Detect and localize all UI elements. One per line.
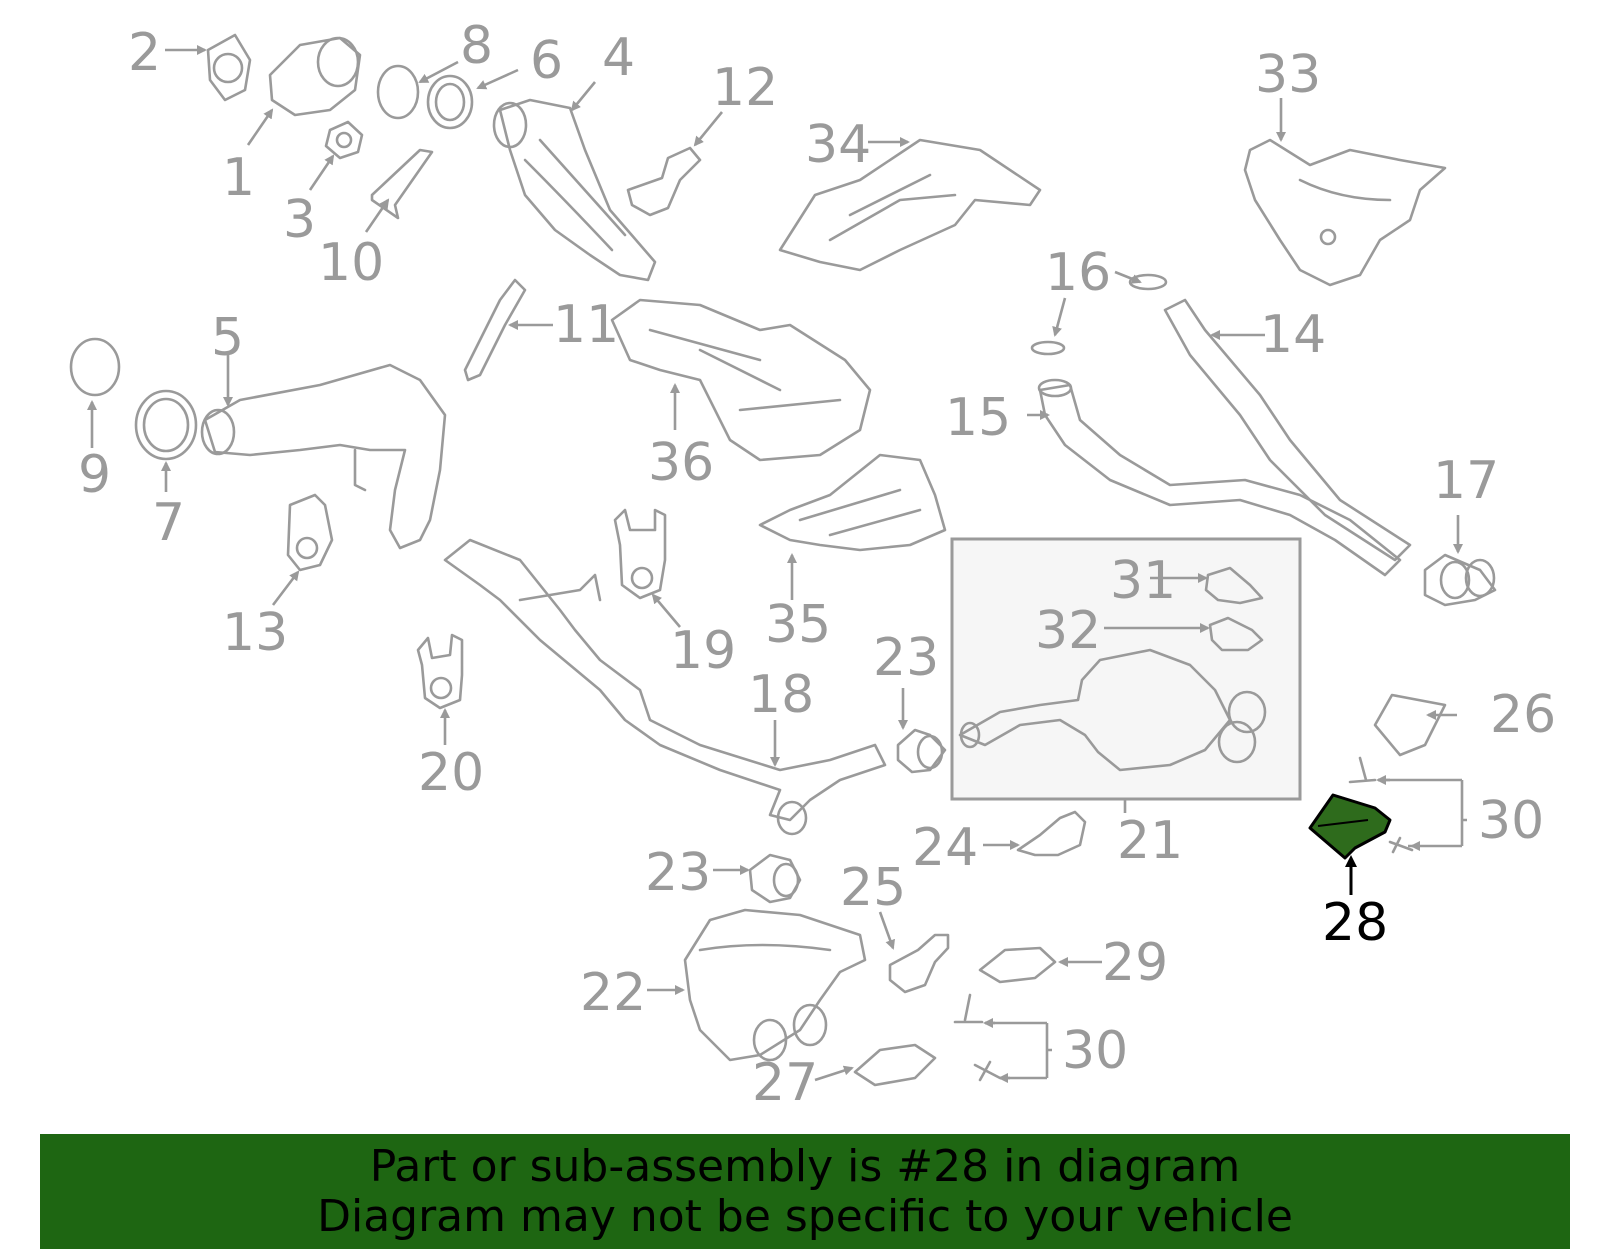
part-30-bolt-lower-a <box>953 993 984 1024</box>
callout-23-upper: 23 <box>873 628 939 688</box>
callout-24: 24 <box>912 818 978 878</box>
callout-27: 27 <box>752 1053 818 1113</box>
part-8-ring <box>376 64 420 120</box>
callout-6: 6 <box>530 31 563 91</box>
callout-28-highlighted: 28 <box>1322 893 1388 953</box>
part-31-bracket <box>1204 566 1264 605</box>
part-5-catalytic-converter <box>203 363 447 550</box>
callout-19: 19 <box>670 621 736 681</box>
part-20-hanger <box>416 633 464 710</box>
part-27-tail-tip <box>853 1043 937 1087</box>
part-23-clamp-upper <box>896 728 947 774</box>
callout-5: 5 <box>211 308 244 368</box>
part-22-muffler <box>683 908 867 1062</box>
part-24-valve <box>1016 810 1087 857</box>
part-3-nut <box>324 120 364 160</box>
callout-8: 8 <box>460 16 493 76</box>
callout-20: 20 <box>418 743 484 803</box>
part-7-clamp <box>134 389 198 461</box>
part-4-downpipe <box>498 98 657 282</box>
part-11-bracket <box>463 278 527 382</box>
callout-26: 26 <box>1490 685 1556 745</box>
part-6-clamp <box>426 74 474 130</box>
part-9-ring <box>69 337 121 397</box>
banner-line-disclaimer: Diagram may not be specific to your vehi… <box>317 1190 1293 1242</box>
callout-21: 21 <box>1117 811 1183 871</box>
part-30-bolt-lower-b <box>973 1060 1002 1082</box>
part-12-sensor <box>626 146 702 217</box>
callout-7: 7 <box>152 493 185 553</box>
info-banner: Part or sub-assembly is #28 in diagram D… <box>40 1134 1570 1249</box>
part-25-actuator <box>888 933 950 994</box>
part-14-pipe <box>1163 298 1412 562</box>
callout-34: 34 <box>805 115 871 175</box>
part-13-sensor <box>286 493 334 572</box>
callout-labels: 1 2 3 4 5 6 7 8 9 10 11 12 13 14 15 16 1… <box>78 16 1556 1113</box>
part-32-bracket <box>1208 616 1264 652</box>
part-1-flange <box>268 36 362 117</box>
callout-22: 22 <box>580 963 646 1023</box>
callout-18: 18 <box>748 665 814 725</box>
part-26-tail-tip <box>1373 693 1447 757</box>
part-30-bolt-upper-b <box>1388 836 1414 854</box>
banner-line-part-number: Part or sub-assembly is #28 in diagram <box>369 1140 1241 1192</box>
callout-31: 31 <box>1110 551 1176 611</box>
callout-33: 33 <box>1255 45 1321 105</box>
callout-25: 25 <box>840 858 906 918</box>
callout-35: 35 <box>765 595 831 655</box>
part-33-heat-shield <box>1243 138 1447 287</box>
part-2-gasket <box>206 33 252 102</box>
part-10-bracket <box>370 148 434 220</box>
callout-36: 36 <box>648 433 714 493</box>
callout-12: 12 <box>712 58 778 118</box>
callout-30-lower: 30 <box>1062 1021 1128 1081</box>
callout-9: 9 <box>78 445 111 505</box>
callout-1: 1 <box>222 148 255 208</box>
callout-30-upper: 30 <box>1478 791 1544 851</box>
part-19-hanger <box>613 508 667 600</box>
callout-3: 3 <box>283 190 316 250</box>
callout-15: 15 <box>945 388 1011 448</box>
callout-10: 10 <box>318 233 384 293</box>
callout-17: 17 <box>1433 451 1499 511</box>
callout-29: 29 <box>1102 933 1168 993</box>
part-16-ring <box>1128 273 1168 291</box>
callout-32: 32 <box>1035 601 1101 661</box>
part-21-callout-box <box>950 537 1302 801</box>
callout-2: 2 <box>128 23 161 83</box>
part-29-tail-tip <box>978 946 1057 984</box>
callout-13: 13 <box>222 603 288 663</box>
leader-lines <box>87 45 1467 1083</box>
part-36-heat-shield <box>610 298 872 462</box>
part-34-heat-shield <box>778 138 1042 272</box>
part-30-bolt-upper-a <box>1348 756 1377 784</box>
part-18-mid-pipe <box>443 538 887 822</box>
part-35-heat-shield <box>758 453 947 552</box>
callout-4: 4 <box>602 28 635 88</box>
part-15-pipe <box>1038 383 1402 577</box>
callout-23-lower: 23 <box>645 843 711 903</box>
callout-14: 14 <box>1260 305 1326 365</box>
callout-11: 11 <box>553 295 619 355</box>
callout-16: 16 <box>1045 243 1111 303</box>
